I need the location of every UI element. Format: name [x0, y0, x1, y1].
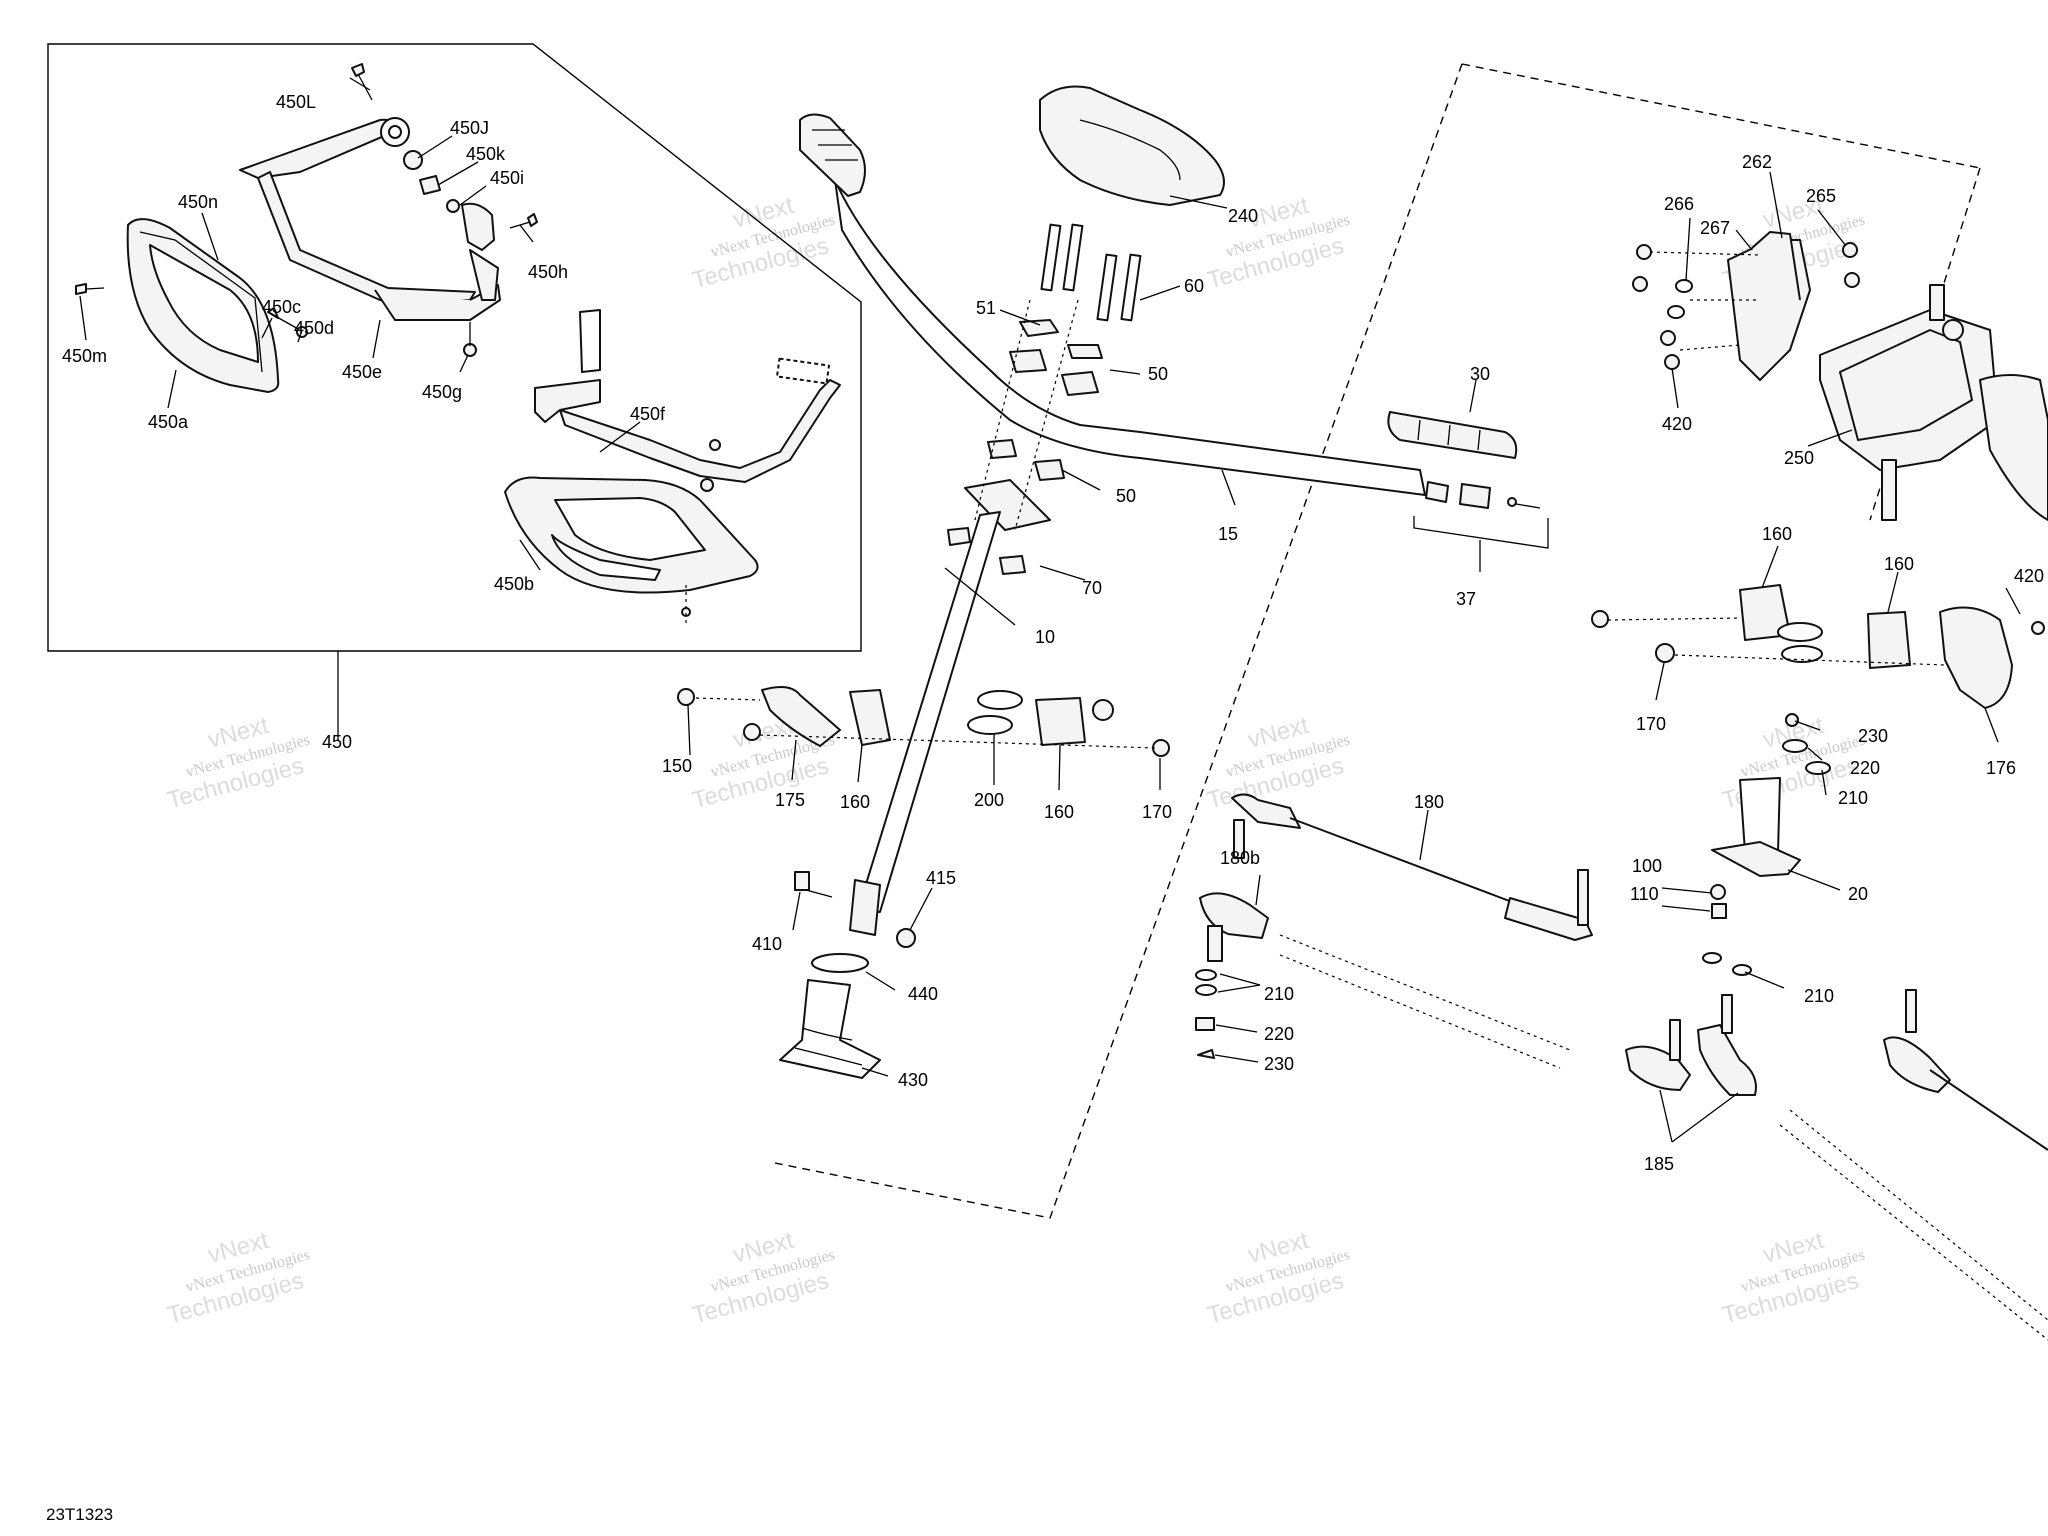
callout-labels: 450L 450J 450k 450i 450n 450h 450c 450d … [46, 92, 2044, 1524]
callout-450e: 450e [342, 362, 382, 382]
callout-60: 60 [1184, 276, 1204, 296]
callout-430: 430 [898, 1070, 928, 1090]
bar-end-37 [1413, 481, 1549, 572]
guide-line [974, 299, 1031, 521]
callout-10: 10 [1035, 627, 1055, 647]
callout-450L: 450L [276, 92, 316, 112]
callout-230a: 230 [1264, 1054, 1294, 1074]
callout-50a: 50 [1148, 364, 1168, 384]
callout-150: 150 [662, 756, 692, 776]
inset-frame [47, 43, 862, 652]
guide-line [1014, 299, 1079, 531]
tie-rod-end-180b [1199, 892, 1571, 1069]
callout-160b: 160 [1044, 802, 1074, 822]
handlebar-pad-240 [1039, 85, 1225, 206]
clamp-440 [811, 953, 869, 973]
callout-160a: 160 [840, 792, 870, 812]
hand-guard-450a [126, 218, 280, 393]
bracket-262 [1727, 231, 1811, 381]
bolt-410 [794, 871, 833, 898]
callout-176: 176 [1986, 758, 2016, 778]
callout-170a: 170 [1142, 802, 1172, 822]
callout-240: 240 [1228, 206, 1258, 226]
bolts-60 [1040, 223, 1142, 322]
boot-430 [779, 979, 881, 1079]
callout-20: 20 [1848, 884, 1868, 904]
callout-230b: 230 [1858, 726, 1888, 746]
callout-450f: 450f [630, 404, 666, 424]
callout-185: 185 [1644, 1154, 1674, 1174]
hand-guard-450b [504, 476, 759, 625]
callout-37: 37 [1456, 589, 1476, 609]
column-bearings-right [1591, 584, 2013, 709]
leader-lines [79, 77, 2021, 1143]
callout-450k: 450k [466, 144, 506, 164]
washers-210-220-230 [1195, 969, 1217, 1059]
callout-450: 450 [322, 732, 352, 752]
callout-30: 30 [1470, 364, 1490, 384]
grip-30 [1387, 411, 1518, 459]
callout-266: 266 [1664, 194, 1694, 214]
callout-450i: 450i [490, 168, 524, 188]
callout-262: 262 [1742, 152, 1772, 172]
callout-51: 51 [976, 298, 996, 318]
callout-450g: 450g [422, 382, 462, 402]
callout-175: 175 [775, 790, 805, 810]
callout-160d: 160 [1884, 554, 1914, 574]
callout-100: 100 [1632, 856, 1662, 876]
callout-440: 440 [908, 984, 938, 1004]
assembly-boundary-top [1461, 63, 1981, 169]
callout-180b: 180b [1220, 848, 1260, 868]
callout-50b: 50 [1116, 486, 1136, 506]
bolts-266-267-265-420 [1632, 242, 2045, 635]
hand-guard-bar-450e [239, 117, 501, 321]
callout-267: 267 [1700, 218, 1730, 238]
callout-110: 110 [1630, 884, 1659, 904]
callout-450b: 450b [494, 574, 534, 594]
clamp-caps-50 [987, 319, 1103, 481]
callout-450h: 450h [528, 262, 568, 282]
handlebar-15 [799, 113, 1426, 496]
callout-420b: 420 [2014, 566, 2044, 586]
callout-70: 70 [1082, 578, 1102, 598]
callout-450m: 450m [62, 346, 107, 366]
callout-210a: 210 [1264, 984, 1294, 1004]
pitman-arm-20 [1702, 713, 1831, 976]
callout-450c: 450c [262, 297, 301, 317]
callout-220b: 220 [1850, 758, 1880, 778]
callout-450n: 450n [178, 192, 218, 212]
callout-410: 410 [752, 934, 782, 954]
callout-160c: 160 [1762, 524, 1792, 544]
callout-265: 265 [1806, 186, 1836, 206]
callout-210b: 210 [1838, 788, 1868, 808]
callout-220a: 220 [1264, 1024, 1294, 1044]
callout-15: 15 [1218, 524, 1238, 544]
callout-250: 250 [1784, 448, 1814, 468]
assembly-boundary-left [774, 63, 1463, 1219]
callout-415: 415 [926, 868, 956, 888]
callout-170b: 170 [1636, 714, 1666, 734]
drawing-code: 23T1323 [46, 1505, 113, 1524]
callout-450a: 450a [148, 412, 189, 432]
column-bearings-left [677, 685, 1170, 757]
power-steering-250 [1819, 284, 2048, 521]
callout-450d: 450d [294, 318, 334, 338]
tie-rod-180 [1231, 793, 1593, 941]
tie-rod-ends-185 [1625, 989, 2048, 1341]
steering-column-10 [849, 479, 1051, 936]
callout-180: 180 [1414, 792, 1444, 812]
hand-guard-bar-450f [534, 309, 841, 492]
callout-200: 200 [974, 790, 1004, 810]
callout-210c: 210 [1804, 986, 1834, 1006]
callout-420a: 420 [1662, 414, 1692, 434]
nut-415 [896, 928, 916, 948]
callout-450J: 450J [450, 118, 489, 138]
bracket-450i [461, 202, 499, 301]
